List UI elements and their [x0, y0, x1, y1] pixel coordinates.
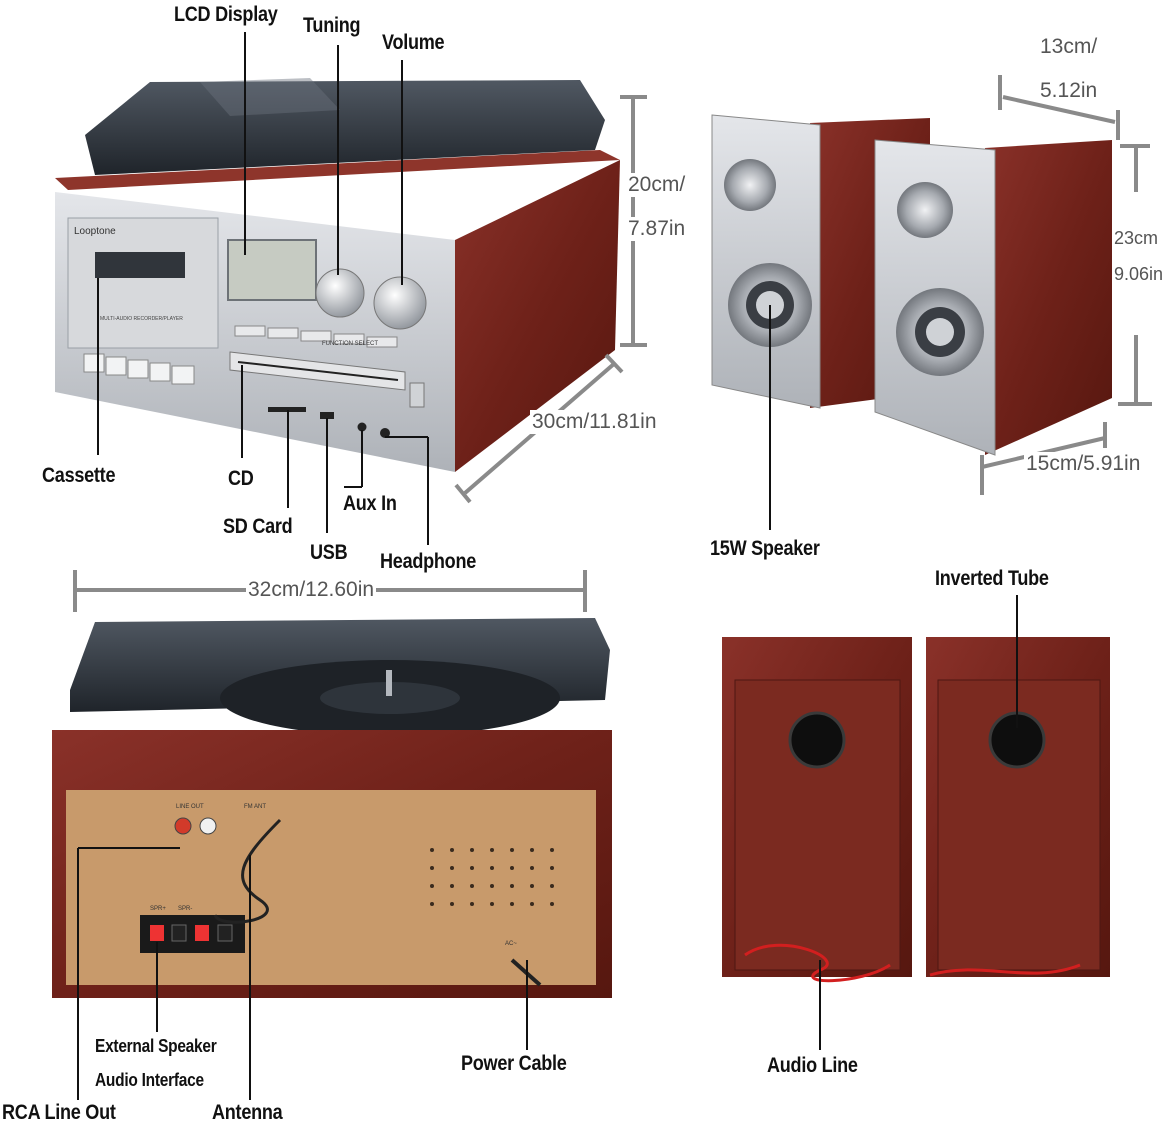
line-out-label: LINE OUT — [176, 804, 204, 810]
audio-line-label: Audio Line — [767, 1054, 858, 1077]
cassette-label: Cassette — [42, 464, 116, 487]
speaker-back-callout-lines — [819, 595, 1018, 1050]
speakers-back — [722, 637, 1110, 983]
cassette-buttons — [83, 353, 195, 385]
rca-red — [174, 817, 192, 835]
speaker-depth: 15cm/5.91in — [1024, 452, 1143, 476]
speaker-height-in: 9.06in — [1114, 264, 1164, 284]
cd-open-close — [409, 382, 425, 408]
spr-plus-label: SPR+ — [150, 906, 166, 912]
antenna-label: Antenna — [212, 1101, 283, 1124]
ac-label: AC~ — [505, 941, 517, 947]
speakers-front — [711, 114, 1112, 456]
sd-card-slot — [268, 407, 306, 412]
external-speaker-label: External Speaker — [95, 1036, 217, 1056]
speaker-width-in: 5.12in — [1040, 79, 1098, 102]
cabinet-side — [455, 160, 620, 472]
headphone-jack — [380, 428, 390, 438]
function-buttons — [234, 325, 398, 348]
usb-port — [320, 412, 334, 419]
aux-in-label: Aux In — [343, 492, 397, 515]
aux-in-jack — [357, 422, 367, 432]
cassette-window — [95, 252, 185, 278]
player-height-in: 7.87in — [626, 217, 688, 241]
front-callout-lines — [97, 32, 429, 545]
headphone-label: Headphone — [380, 550, 477, 573]
inverted-tube-label: Inverted Tube — [935, 567, 1049, 590]
volume-label: Volume — [382, 31, 445, 54]
left-tweeter — [724, 159, 776, 211]
volume-knob — [373, 276, 427, 330]
right-audio-wire — [929, 963, 1081, 977]
fm-antenna-wire — [213, 818, 282, 924]
left-port-tube — [788, 711, 846, 769]
dust-cover-lid — [85, 80, 605, 175]
speaker-width-cm: 13cm/ — [1040, 35, 1098, 58]
left-speaker-front — [711, 114, 821, 409]
back-callout-lines — [77, 847, 528, 1100]
sd-card-label: SD Card — [223, 515, 293, 538]
player-depth: 30cm/11.81in — [530, 410, 659, 434]
back-panel — [66, 790, 596, 985]
speaker-15w-label: 15W Speaker — [710, 537, 820, 560]
fm-ant-label: FM ANT — [244, 804, 266, 810]
function-select-label: FUNCTION SELECT — [322, 341, 378, 347]
tuning-knob — [315, 268, 365, 318]
rca-white — [199, 817, 217, 835]
power-cable-label: Power Cable — [461, 1052, 567, 1075]
rca-line-out-label: RCA Line Out — [2, 1101, 116, 1124]
cd-label: CD — [228, 467, 254, 490]
record-player-front: Looptone MULTI-AUDIO RECORDER/PLAYER FUN… — [55, 78, 620, 472]
record-player-back: LINE OUT FM ANT SPR+ SPR- AC~ — [52, 618, 612, 998]
cassette-caption: MULTI-AUDIO RECORDER/PLAYER — [100, 316, 183, 322]
player-height-cm: 20cm/ — [626, 173, 688, 197]
usb-label: USB — [310, 541, 348, 564]
lcd-display-label: LCD Display — [174, 3, 278, 26]
vent-holes — [430, 848, 554, 906]
lcd-screen — [227, 239, 317, 301]
audio-interface-label: Audio Interface — [95, 1070, 204, 1090]
spr-minus-label: SPR- — [178, 906, 192, 912]
tuning-label: Tuning — [303, 14, 361, 37]
brand-logo: Looptone — [74, 226, 116, 237]
right-tweeter — [897, 182, 953, 238]
cassette-deck — [67, 217, 219, 349]
speaker-height-cm: 23cm — [1114, 228, 1159, 248]
right-speaker-side — [985, 140, 1112, 455]
player-width: 32cm/12.60in — [246, 578, 377, 602]
